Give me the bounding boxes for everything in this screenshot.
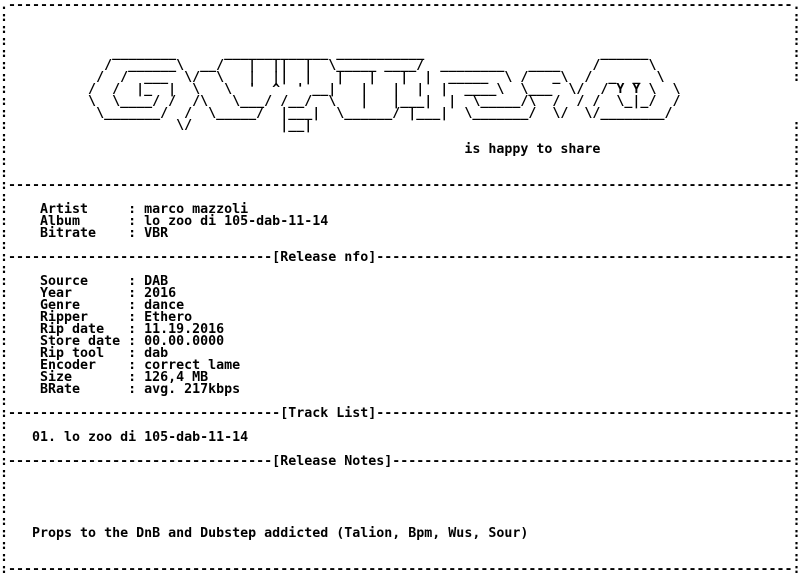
nfo-line: : : [0, 166, 800, 181]
nfo-line: : Rip tool : dab : [0, 346, 800, 361]
nfo-line: :---------------------------------[Relea… [0, 454, 800, 469]
nfo-line: : \ \____/ / /\ \___/ /__/ \ | |___| | \… [0, 94, 800, 109]
nfo-line: : ________ _____________ ___________ ___… [0, 46, 800, 61]
nfo-line: : : [0, 394, 800, 409]
nfo-line: : Encoder : correct lame : [0, 358, 800, 373]
nfo-line: : : [0, 502, 800, 517]
nfo-line: : Props to the DnB and Dubstep addicted … [0, 526, 800, 541]
nfo-line: : : [0, 466, 800, 481]
nfo-line: : 01. lo zoo di 105-dab-11-14 : [0, 430, 800, 445]
nfo-line: : Store date : 00.00.0000 : [0, 334, 800, 349]
nfo-line: : : [0, 418, 800, 433]
nfo-line: :---------------------------------------… [0, 562, 800, 577]
nfo-line: : : [0, 550, 800, 565]
nfo-line: :----------------------------------[Trac… [0, 406, 800, 421]
nfo-line: : : [0, 538, 800, 553]
nfo-line: .---------------------------------------… [0, 0, 800, 13]
nfo-line: : Artist : marco mazzoli : [0, 202, 800, 217]
nfo-line: : : [0, 490, 800, 505]
nfo-line: : : [0, 262, 800, 277]
nfo-line: : : [0, 442, 800, 457]
nfo-line: : : [0, 478, 800, 493]
nfo-line: : : [0, 34, 800, 49]
nfo-line: : Rip date : 11.19.2016 : [0, 322, 800, 337]
nfo-line: : BRate : avg. 217kbps : [0, 382, 800, 397]
nfo-line: : : [0, 22, 800, 37]
nfo-line: : : [0, 130, 800, 145]
nfo-line: : Year : 2016 : [0, 286, 800, 301]
nfo-line: :---------------------------------------… [0, 178, 800, 193]
nfo-line: : \_______/ / \_____/ |___| \______/ |__… [0, 106, 800, 121]
nfo-line: : Album : lo zoo di 105-dab-11-14 : [0, 214, 800, 229]
nfo-line: :---------------------------------[Relea… [0, 250, 800, 265]
nfo-line: : : [0, 238, 800, 253]
nfo-line: : / ______\ __/ | || | \_____ ____/ ____… [0, 58, 800, 73]
nfo-line: : is happy to share : [0, 142, 800, 157]
nfo-line: : : [0, 514, 800, 529]
nfo-line: : Genre : dance : [0, 298, 800, 313]
nfo-line: : Size : 126,4 MB : [0, 370, 800, 385]
nfo-line: : : [0, 190, 800, 205]
nfo-line: : : [0, 154, 800, 169]
nfo-line: : / / |_ | \ \ ' ^ ' __| | | | | ____\ \… [0, 82, 800, 97]
nfo-line: : Ripper : Ethero : [0, 310, 800, 325]
nfo-line: : Source : DAB : [0, 274, 800, 289]
nfo-line: : : [0, 10, 800, 25]
nfo-line: : / / ___ \/ \ | || | | | | | _____ \ / … [0, 70, 800, 85]
nfo-line: : \/ |__| : [0, 118, 800, 133]
nfo-line: : Bitrate : VBR : [0, 226, 800, 241]
